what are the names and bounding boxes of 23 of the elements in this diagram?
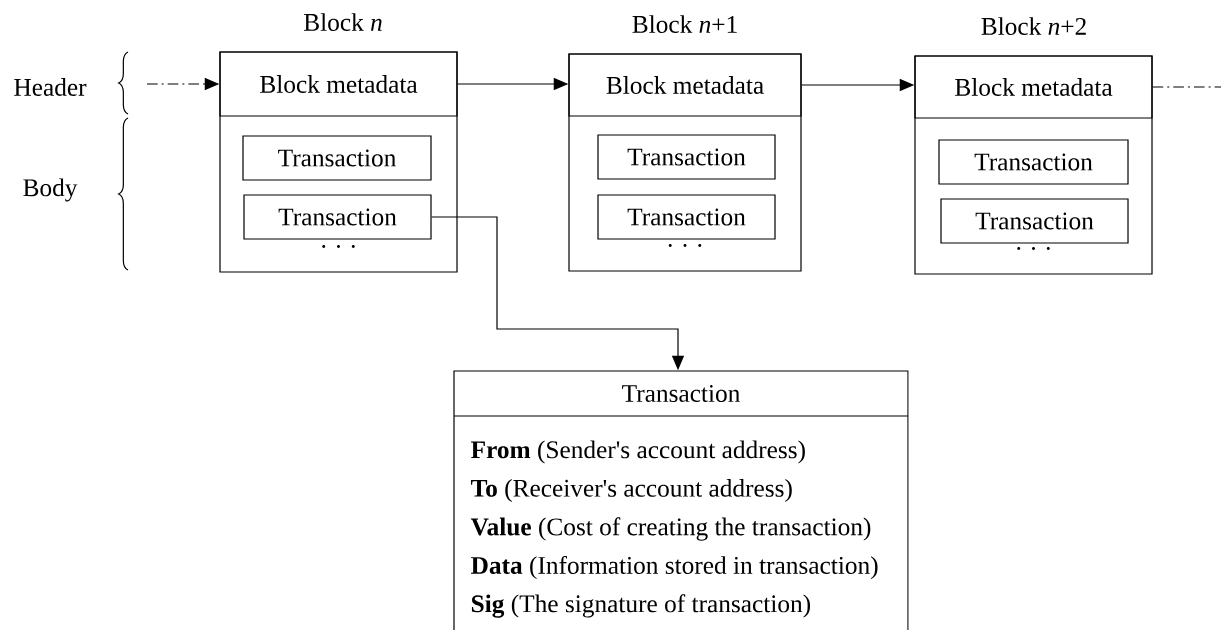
transaction-box: Transaction [242, 135, 432, 181]
ellipsis: · · · [668, 244, 702, 248]
field-line: Value (Cost of creating the transaction) [470, 517, 871, 541]
field-line: Data (Information stored in transaction) [471, 555, 878, 580]
transaction-box: Transaction [597, 194, 776, 240]
transaction-box: Transaction [938, 139, 1129, 185]
section-label: Body [23, 178, 78, 202]
metadata-section: Block metadata [219, 51, 458, 117]
field-line: To (Receiver's account address) [471, 479, 792, 502]
ellipsis: · · · [322, 245, 355, 249]
detail-heading: Transaction [622, 385, 740, 402]
transaction-box: Transaction [940, 198, 1129, 244]
block-title: Block n+2 [981, 17, 1086, 35]
metadata-section: Block metadata [914, 55, 1153, 119]
transaction-box: Transaction [243, 194, 432, 240]
section-label: Header [14, 78, 87, 96]
block-title: Block n [304, 13, 382, 31]
field-line: Sig (The signature of transaction) [471, 594, 810, 618]
field-line: From (Sender's account address) [471, 440, 805, 464]
transaction-box: Transaction [597, 134, 776, 180]
metadata-section: Block metadata [568, 53, 802, 117]
block-title: Block n+1 [632, 15, 737, 33]
ellipsis: · · · [1017, 247, 1050, 251]
